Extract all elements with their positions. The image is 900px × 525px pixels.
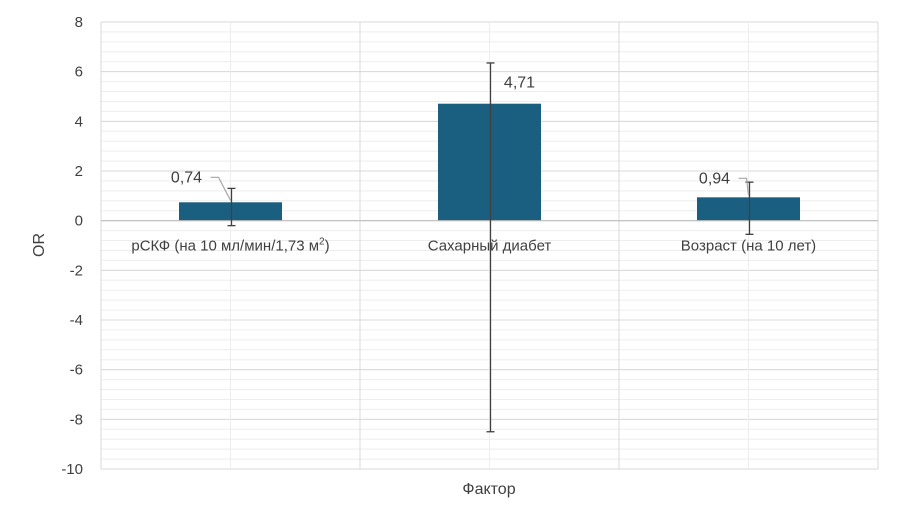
category-label: рСКФ (на 10 мл/мин/1,73 м2) (131, 237, 329, 255)
y-tick-label: 4 (75, 113, 83, 130)
y-tick-label: 8 (75, 14, 83, 31)
vertical-gridlines (100, 22, 879, 469)
category-labels: рСКФ (на 10 мл/мин/1,73 м2) Сахарный диаб… (131, 237, 816, 255)
bar (179, 202, 282, 221)
data-label: 0,94 (699, 170, 730, 187)
y-tick-label: -4 (70, 312, 83, 329)
x-axis-title: Фактор (462, 481, 515, 498)
data-labels: 0,74 4,71 0,94 (171, 75, 730, 188)
category-label: Возраст (на 10 лет) (681, 238, 816, 255)
leader-line (210, 176, 232, 201)
y-tick-label: 2 (75, 163, 83, 180)
data-label: 4,71 (504, 75, 535, 92)
data-label: 0,74 (171, 169, 202, 186)
y-tick-label: 0 (75, 213, 83, 230)
bars-group (179, 103, 800, 221)
y-tick-label: 6 (75, 64, 83, 81)
leader-lines-group (210, 176, 750, 201)
y-tick-label: -2 (70, 262, 83, 279)
y-tick-label: -10 (61, 461, 83, 478)
bar (438, 103, 541, 221)
y-tick-label: -6 (70, 362, 83, 379)
y-tick-label: -8 (70, 411, 83, 428)
category-label: Сахарный диабет (428, 238, 552, 255)
leader-line (738, 177, 750, 196)
y-axis-title: OR (31, 233, 48, 257)
error-bars-group (227, 62, 754, 433)
y-tick-labels: 8 6 4 2 0 -2 -4 -6 -8 -10 (61, 14, 83, 478)
bar (697, 197, 800, 221)
